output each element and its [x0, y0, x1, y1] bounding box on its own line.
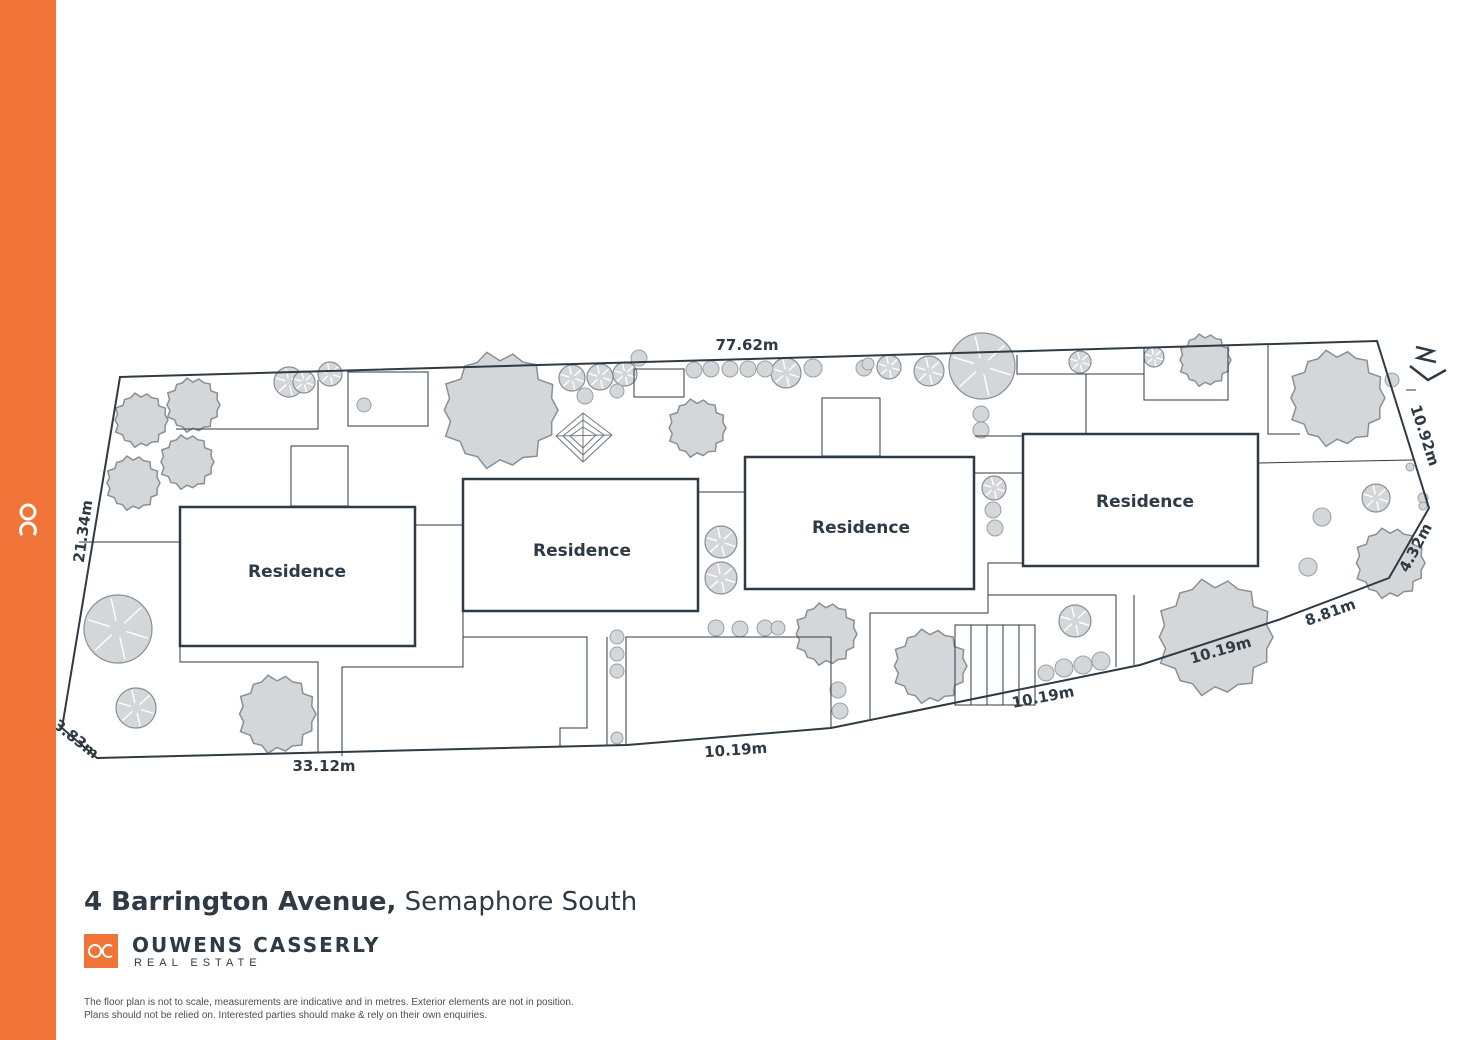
steps-icon [954, 624, 1036, 706]
dim-south-2: 10.19m [1010, 682, 1075, 712]
tree-icon [106, 455, 161, 512]
shrub-icon [609, 646, 625, 662]
dim-south-1: 10.19m [704, 739, 768, 761]
oc-monogram-icon [84, 934, 118, 968]
shrub-icon [704, 525, 738, 559]
property-address: 4 Barrington Avenue, Semaphore South [84, 887, 637, 917]
site-boundary [60, 339, 1431, 760]
shrub-icon [972, 405, 990, 423]
dim-south-west: 33.12m [292, 757, 355, 775]
shrub-icon [981, 475, 1007, 501]
shrub-icon [1091, 651, 1111, 671]
shrub-icon [83, 594, 153, 664]
brand-side-band [0, 0, 56, 1040]
residence-2-label: Residence [533, 541, 631, 561]
shrub-icon [1054, 658, 1074, 678]
brand-name: OUWENS CASSERLY [132, 933, 381, 957]
shrub-icon [1361, 483, 1391, 513]
tree-icon [1179, 333, 1232, 388]
disclaimer: The floor plan is not to scale, measurem… [84, 996, 574, 1022]
shrub-icon [770, 357, 802, 389]
shrub-icon [576, 387, 594, 405]
shrub-icon [739, 360, 757, 378]
shrub-icon [972, 421, 990, 439]
shrub-icon [731, 620, 749, 638]
disclaimer-line-2: Plans should not be relied on. Intereste… [84, 1010, 488, 1021]
tree-icon [114, 392, 169, 449]
shrub-icon [876, 354, 902, 380]
shrub-icon [803, 358, 823, 378]
shrub-icon [1405, 462, 1415, 472]
shrub-icon [948, 332, 1016, 400]
dim-west: 21.34m [70, 499, 97, 564]
tree-icon [795, 602, 858, 667]
shrub-icon [1143, 346, 1165, 368]
shrub-icon [721, 360, 739, 378]
tree-icon [238, 674, 317, 755]
shrub-icon [586, 363, 614, 391]
shrub-icon [1068, 350, 1092, 374]
shrub-icon [1073, 655, 1093, 675]
pyramid-roof-icon [555, 412, 613, 463]
shrub-icon [704, 561, 738, 595]
shrub-icon [756, 360, 774, 378]
address-street: 4 Barrington Avenue, [84, 887, 397, 917]
tree-icon [1290, 349, 1386, 448]
side-oc-logo-icon [19, 503, 37, 536]
shrub-icon [702, 360, 720, 378]
residence-1: Residence [178, 505, 417, 648]
shrub-icon [610, 731, 624, 745]
shrub-icon [612, 361, 638, 387]
shrub-icon [317, 361, 343, 387]
shrub-icon [913, 355, 945, 387]
shrub-icon [1058, 604, 1092, 638]
shrub-icon [115, 687, 157, 729]
shrub-icon [1298, 557, 1318, 577]
disclaimer-line-1: The floor plan is not to scale, measurem… [84, 997, 574, 1008]
tree-icon [1158, 578, 1274, 697]
shrub-icon [829, 681, 847, 699]
shrub-icon [861, 357, 875, 371]
shrub-icon [609, 629, 625, 645]
shrub-icon [707, 619, 725, 637]
residence-2: Residence [461, 477, 700, 613]
shrub-icon [609, 383, 625, 399]
dim-east: 10.92m [1406, 403, 1443, 469]
shrub-icon [770, 620, 786, 636]
tree-icon [443, 351, 559, 470]
shrub-icon [356, 397, 372, 413]
site-plan: Residence Residence Residence Residence … [56, 332, 1447, 775]
shrub-icon [831, 702, 849, 720]
address-suburb: Semaphore South [404, 887, 638, 917]
residence-3: Residence [743, 455, 976, 591]
residence-3-label: Residence [812, 518, 910, 538]
shrub-icon [609, 663, 625, 679]
tree-icon [160, 434, 215, 491]
vegetation-layer [83, 332, 1429, 755]
residence-4-label: Residence [1096, 492, 1194, 512]
brand-subtitle: REAL ESTATE [134, 957, 262, 969]
shrub-icon [986, 519, 1004, 537]
shrub-icon [558, 364, 586, 392]
tree-icon [668, 398, 727, 459]
dim-north: 77.62m [715, 336, 778, 354]
north-arrow-icon [1409, 345, 1447, 382]
shrub-icon [630, 349, 648, 367]
shrub-icon [292, 370, 316, 394]
shrub-icon [1418, 501, 1428, 511]
shrub-icon [1312, 507, 1332, 527]
shrub-icon [685, 361, 703, 379]
residence-4: Residence [1021, 432, 1260, 568]
residence-1-label: Residence [248, 562, 346, 582]
shrub-icon [984, 501, 1002, 519]
dim-corner: 3.83m [56, 716, 102, 763]
shrub-icon [1037, 664, 1055, 682]
tree-icon [166, 377, 221, 434]
tree-icon [893, 628, 968, 705]
internal-lines [79, 345, 1416, 756]
